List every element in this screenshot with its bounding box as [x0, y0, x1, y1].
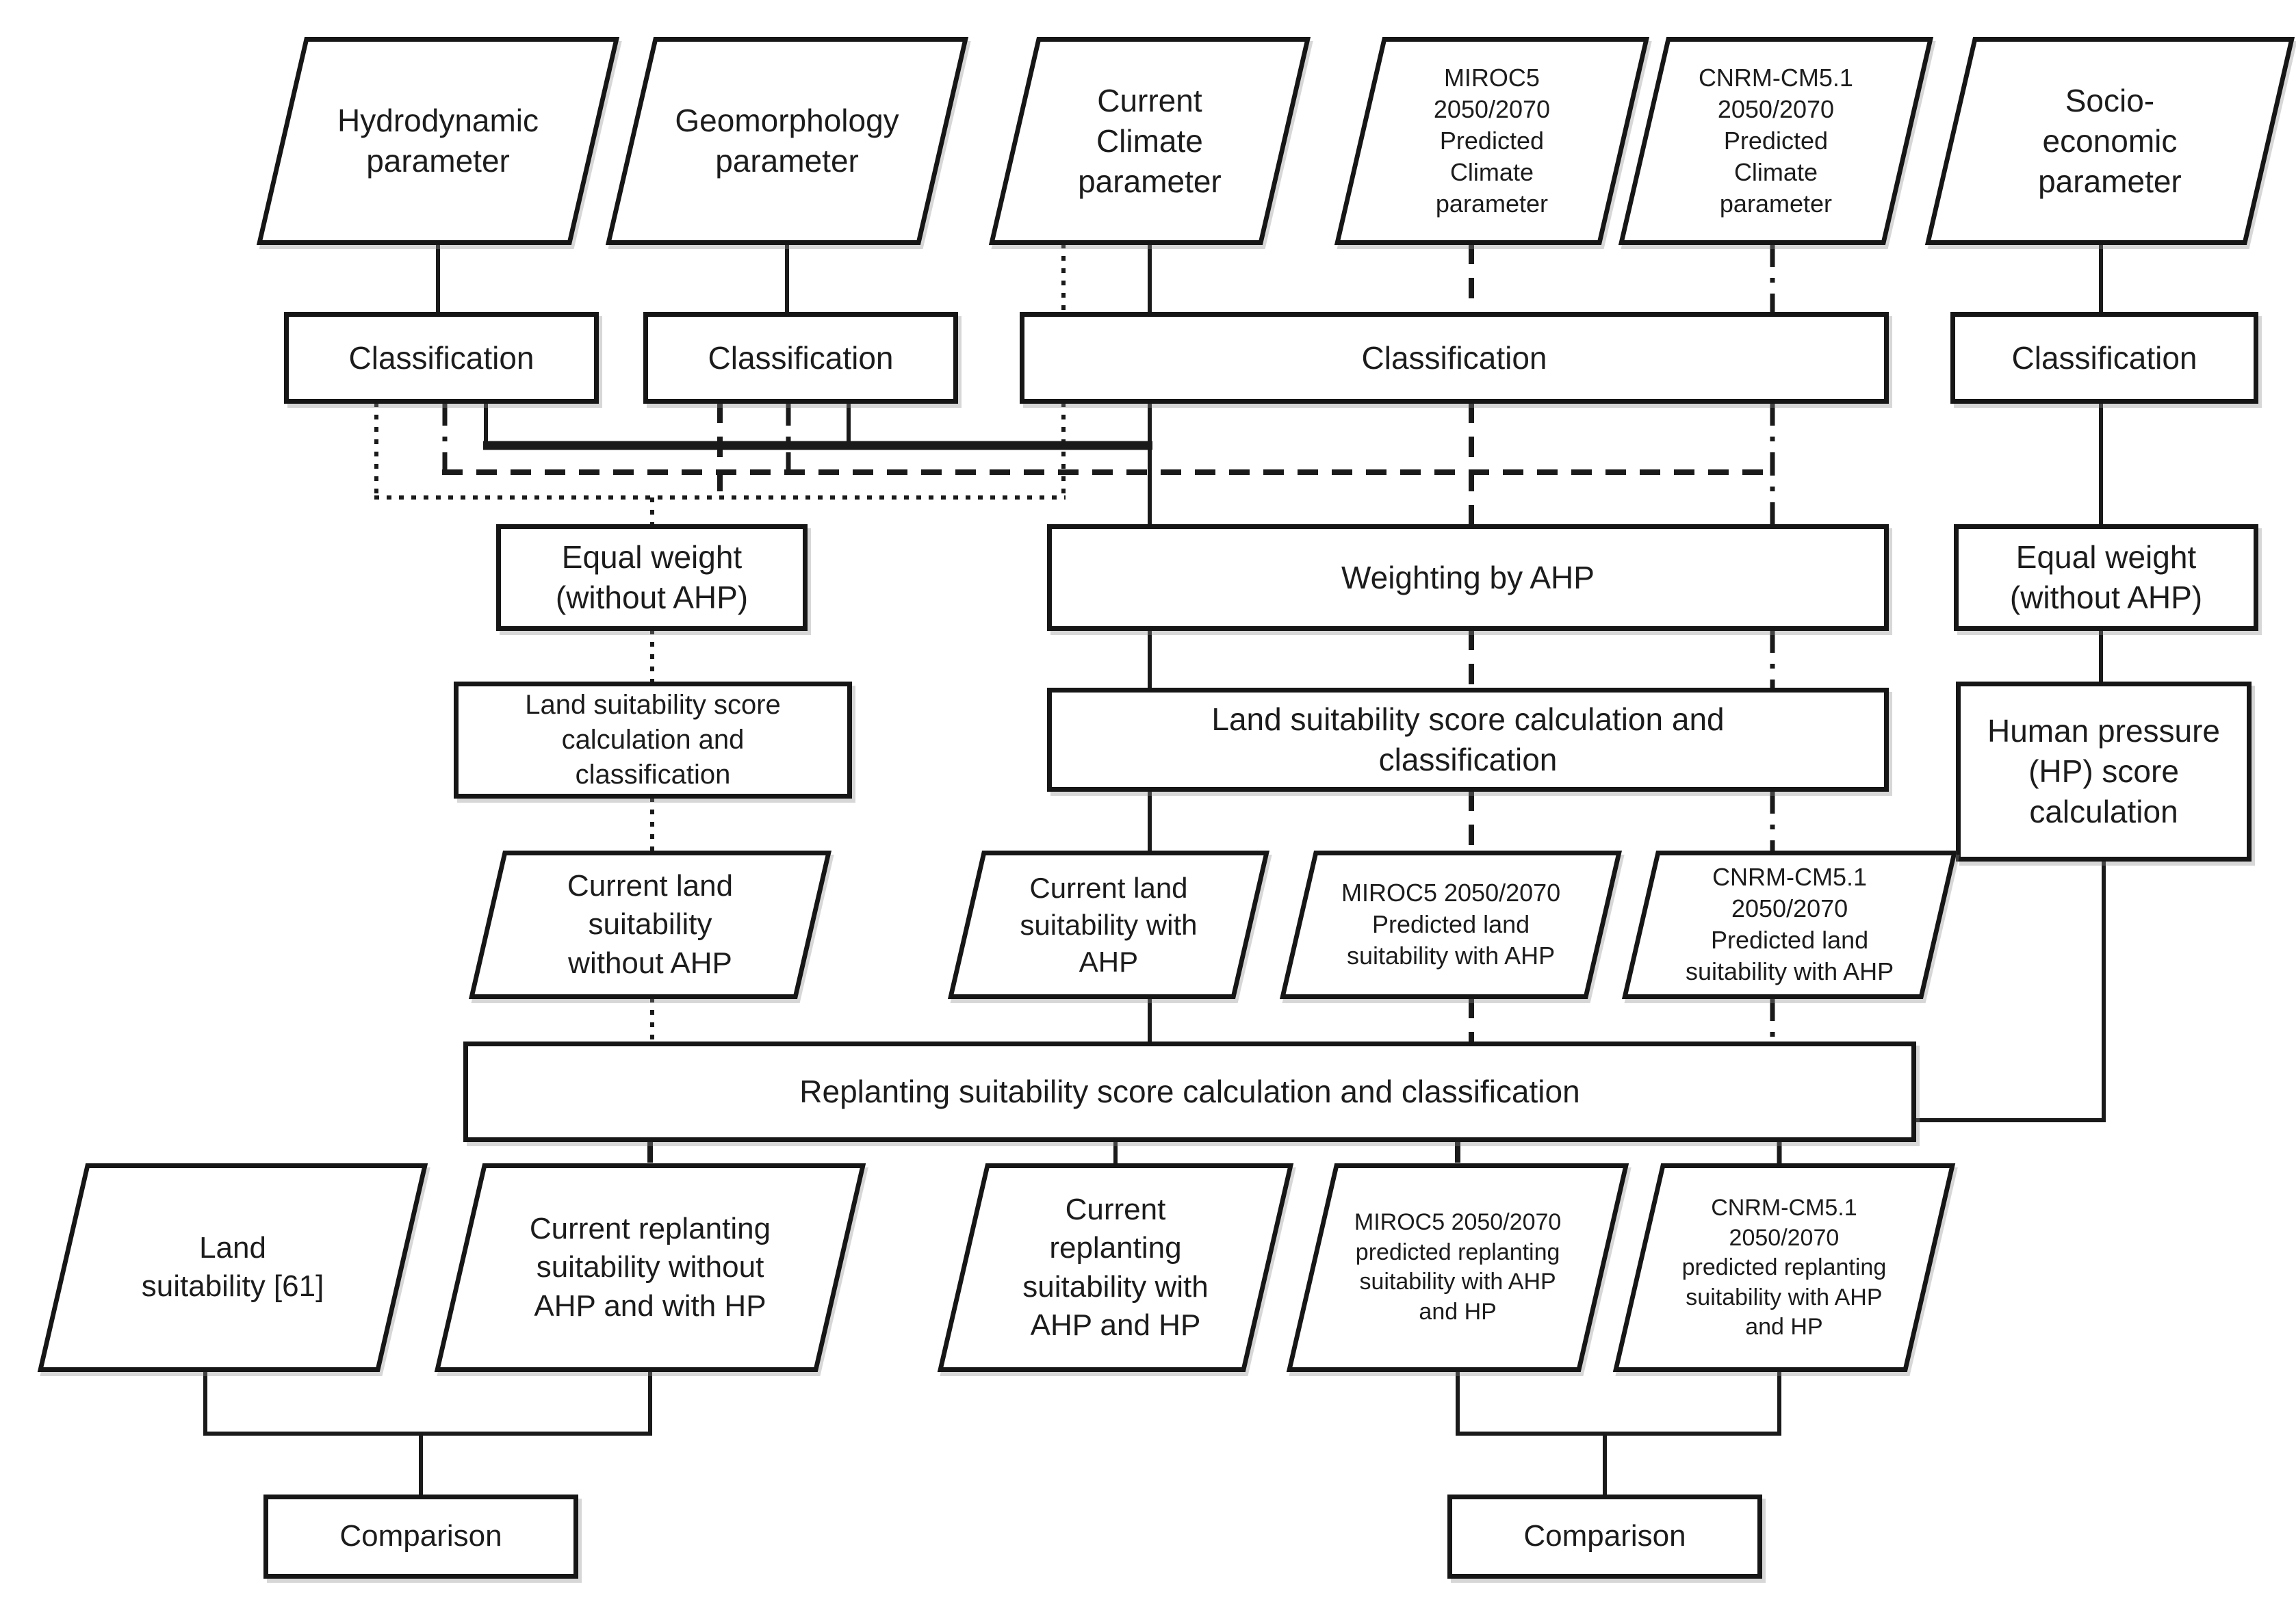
node-comparison-right: Comparison [1447, 1495, 1762, 1579]
node-socio-economic-parameter: Socio- economic parameter [1924, 37, 2295, 245]
node-label: CNRM-CM5.1 2050/2070 Predicted land suit… [1685, 863, 1894, 986]
node-classification-geo: Classification [643, 312, 958, 404]
node-label: Current land suitability with AHP [1020, 871, 1198, 978]
node-miroc5-replanting: MIROC5 2050/2070 predicted replanting su… [1286, 1163, 1629, 1372]
node-replanting-score: Replanting suitability score calculation… [463, 1042, 1916, 1142]
node-label: Classification [708, 339, 894, 376]
node-miroc5-land-suitability: MIROC5 2050/2070 Predicted land suitabil… [1279, 851, 1623, 999]
node-hydrodynamic-parameter: Hydrodynamic parameter [256, 37, 620, 245]
node-label: Classification [2011, 339, 2197, 376]
node-weighting-by-ahp: Weighting by AHP [1047, 524, 1889, 631]
node-comparison-left: Comparison [263, 1495, 578, 1579]
node-current-land-suitability-no-ahp: Current land suitability without AHP [468, 851, 832, 999]
node-label: Replanting suitability score calculation… [799, 1074, 1580, 1110]
node-label: Equal weight (without AHP) [555, 539, 749, 615]
node-classification-climate: Classification [1020, 312, 1889, 404]
node-current-replanting-no-ahp: Current replanting suitability without A… [434, 1163, 866, 1372]
node-label: Hydrodynamic parameter [337, 103, 539, 179]
node-current-replanting-ahp: Current replanting suitability with AHP … [937, 1163, 1294, 1372]
node-human-pressure-score: Human pressure (HP) score calculation [1956, 682, 2252, 862]
node-label: MIROC5 2050/2070 predicted replanting su… [1354, 1209, 1562, 1325]
node-label: Current land suitability without AHP [567, 869, 734, 980]
node-label: Equal weight (without AHP) [2009, 539, 2203, 615]
node-current-land-suitability-ahp: Current land suitability with AHP [947, 851, 1270, 999]
node-current-climate-parameter: Current Climate parameter [988, 37, 1311, 245]
node-label: Geomorphology parameter [675, 103, 899, 179]
node-label: Human pressure (HP) score calculation [1987, 713, 2221, 829]
node-miroc5-climate-parameter: MIROC5 2050/2070 Predicted Climate param… [1334, 37, 1650, 245]
node-cnrm-replanting: CNRM-CM5.1 2050/2070 predicted replantin… [1612, 1163, 1956, 1372]
node-label: Classification [348, 339, 534, 376]
node-land-score-ahp: Land suitability score calculation and c… [1047, 688, 1889, 792]
node-label: Socio- economic parameter [2038, 82, 2182, 199]
node-equal-weight-right: Equal weight (without AHP) [1954, 524, 2258, 631]
node-classification-socio: Classification [1950, 312, 2258, 404]
node-label: Classification [1361, 339, 1547, 376]
node-label: Current replanting suitability without A… [529, 1212, 771, 1323]
node-label: Land suitability score calculation and c… [525, 689, 781, 790]
node-label: Comparison [339, 1519, 502, 1553]
node-land-suitability-61: Land suitability [61] [37, 1163, 428, 1372]
node-cnrm-land-suitability: CNRM-CM5.1 2050/2070 Predicted land suit… [1621, 851, 1958, 999]
node-equal-weight-left: Equal weight (without AHP) [496, 524, 808, 631]
node-label: Comparison [1523, 1519, 1686, 1553]
node-cnrm-climate-parameter: CNRM-CM5.1 2050/2070 Predicted Climate p… [1618, 37, 1934, 245]
node-label: Weighting by AHP [1341, 559, 1595, 595]
node-label: Land suitability score calculation and c… [1211, 701, 1725, 777]
node-label: Current replanting suitability with AHP … [1022, 1192, 1209, 1342]
node-label: CNRM-CM5.1 2050/2070 predicted replantin… [1681, 1194, 1887, 1340]
node-classification-hydro: Classification [284, 312, 599, 404]
node-label: Land suitability [61] [141, 1231, 324, 1304]
node-label: MIROC5 2050/2070 Predicted Climate param… [1433, 63, 1551, 218]
node-label: CNRM-CM5.1 2050/2070 Predicted Climate p… [1698, 63, 1854, 218]
edge-hp-to-replanting [1916, 860, 2106, 1122]
node-land-score-no-ahp: Land suitability score calculation and c… [454, 682, 852, 799]
node-geomorphology-parameter: Geomorphology parameter [605, 37, 969, 245]
node-label: Current Climate parameter [1078, 82, 1222, 199]
node-label: MIROC5 2050/2070 Predicted land suitabil… [1341, 879, 1561, 970]
